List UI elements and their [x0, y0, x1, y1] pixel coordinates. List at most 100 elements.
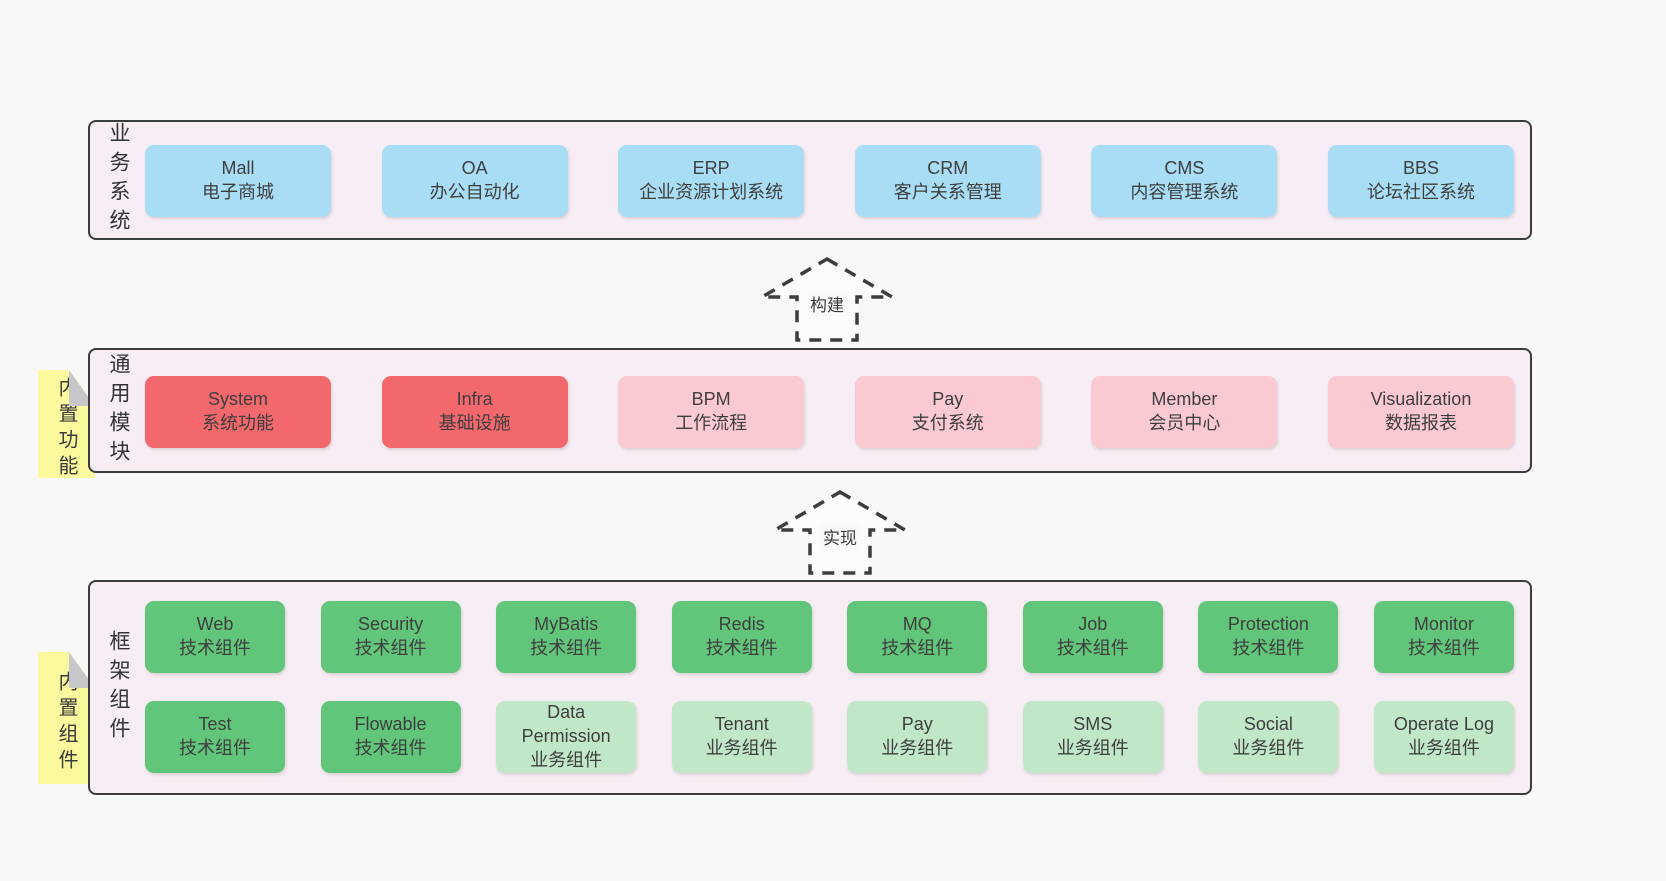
- components-row-1: Web 技术组件 Security 技术组件 MyBatis 技术组件 Redi…: [145, 601, 1514, 673]
- box-subtitle: 电子商城: [202, 182, 274, 202]
- box-title: Infra: [456, 389, 493, 410]
- box-security: Security 技术组件: [320, 601, 461, 673]
- box-subtitle: 技术组件: [705, 638, 778, 658]
- box-title: Pay: [932, 389, 964, 410]
- box-title: Flowable: [354, 714, 427, 735]
- box-crm: CRM 客户关系管理: [854, 145, 1041, 217]
- box-title: CRM: [927, 158, 969, 179]
- box-title: Job: [1078, 614, 1108, 635]
- box-mybatis: MyBatis 技术组件: [496, 601, 637, 673]
- box-subtitle: 系统功能: [202, 413, 274, 433]
- box-oa: OA 办公自动化: [381, 145, 568, 217]
- box-subtitle: 技术组件: [354, 738, 427, 758]
- box-cms: CMS 内容管理系统: [1091, 145, 1278, 217]
- box-bpm: BPM 工作流程: [618, 376, 805, 448]
- box-test: Test 技术组件: [145, 701, 285, 773]
- box-protection: Protection 技术组件: [1198, 601, 1339, 673]
- box-subtitle: 业务组件: [1407, 738, 1480, 758]
- band-side-label-modules: 通用模块: [107, 352, 130, 469]
- band-business-systems: 业务系统 Mall 电子商城 OA 办公自动化 ERP 企业资源计划系统 CRM…: [88, 120, 1532, 240]
- box-subtitle: 基础设施: [438, 413, 511, 433]
- box-title: Mall: [221, 158, 255, 179]
- box-monitor: Monitor 技术组件: [1373, 601, 1514, 673]
- box-subtitle: 数据报表: [1384, 413, 1457, 433]
- box-operate-log: Operate Log 业务组件: [1373, 701, 1514, 773]
- box-title: Tenant: [714, 714, 769, 735]
- box-title: Data Permission: [521, 702, 611, 747]
- box-social: Social 业务组件: [1198, 701, 1339, 773]
- implement-arrow: 实现: [772, 488, 908, 576]
- box-flowable: Flowable 技术组件: [320, 701, 461, 773]
- box-web: Web 技术组件: [145, 601, 285, 673]
- band-side-label-components: 框架组件: [107, 629, 130, 746]
- box-title: Visualization: [1370, 389, 1472, 410]
- box-sms: SMS 业务组件: [1022, 701, 1163, 773]
- band-framework-components: 框架组件 Web 技术组件 Security 技术组件 MyBatis 技术组件…: [88, 580, 1532, 795]
- box-mq: MQ 技术组件: [847, 601, 988, 673]
- box-infra: Infra 基础设施: [381, 376, 568, 448]
- box-title: Protection: [1227, 614, 1309, 635]
- box-title: SMS: [1073, 714, 1113, 735]
- box-subtitle: 业务组件: [881, 738, 954, 758]
- box-system: System 系统功能: [145, 376, 331, 448]
- box-title: CMS: [1164, 158, 1205, 179]
- box-subtitle: 企业资源计划系统: [639, 182, 784, 202]
- box-title: BPM: [691, 389, 731, 410]
- box-subtitle: 支付系统: [911, 413, 984, 433]
- box-pay-component: Pay 业务组件: [847, 701, 988, 773]
- box-subtitle: 业务组件: [530, 749, 603, 770]
- sticky-note-builtin-components: 内置组件: [38, 652, 95, 784]
- modules-box-row: System 系统功能 Infra 基础设施 BPM 工作流程 Pay 支付系统…: [145, 376, 1514, 448]
- box-subtitle: 业务组件: [1232, 738, 1305, 758]
- box-erp: ERP 企业资源计划系统: [618, 145, 805, 217]
- box-title: Operate Log: [1393, 714, 1494, 735]
- box-title: OA: [461, 158, 488, 179]
- components-box-rows: Web 技术组件 Security 技术组件 MyBatis 技术组件 Redi…: [145, 601, 1514, 773]
- box-subtitle: 技术组件: [179, 638, 251, 658]
- box-subtitle: 工作流程: [675, 413, 748, 433]
- box-title: Redis: [718, 614, 765, 635]
- box-job: Job 技术组件: [1022, 601, 1163, 673]
- box-bbs: BBS 论坛社区系统: [1327, 145, 1514, 217]
- box-redis: Redis 技术组件: [671, 601, 812, 673]
- box-title: Monitor: [1413, 614, 1474, 635]
- box-subtitle: 客户关系管理: [893, 182, 1002, 202]
- box-subtitle: 技术组件: [354, 638, 427, 658]
- band-side-label-business: 业务系统: [107, 122, 130, 238]
- box-title: ERP: [692, 158, 730, 179]
- build-arrow: 构建: [759, 255, 895, 343]
- box-data-permission: Data Permission 业务组件: [496, 701, 637, 773]
- build-arrow-label: 构建: [807, 291, 847, 316]
- box-title: Pay: [901, 714, 933, 735]
- box-title: Web: [196, 614, 234, 635]
- box-subtitle: 内容管理系统: [1130, 182, 1239, 202]
- box-subtitle: 业务组件: [705, 738, 778, 758]
- box-subtitle: 业务组件: [1056, 738, 1129, 758]
- sticky-note-builtin-features: 内置功能: [38, 370, 95, 478]
- box-visualization: Visualization 数据报表: [1327, 376, 1514, 448]
- box-subtitle: 论坛社区系统: [1366, 182, 1475, 202]
- box-subtitle: 技术组件: [179, 738, 251, 758]
- box-subtitle: 技术组件: [881, 638, 954, 658]
- box-subtitle: 技术组件: [1232, 638, 1305, 658]
- box-subtitle: 会员中心: [1148, 413, 1221, 433]
- box-subtitle: 技术组件: [1056, 638, 1129, 658]
- box-subtitle: 技术组件: [1407, 638, 1480, 658]
- box-member: Member 会员中心: [1091, 376, 1278, 448]
- box-tenant: Tenant 业务组件: [671, 701, 812, 773]
- sticky-note-text: 内置组件: [55, 671, 77, 775]
- box-subtitle: 技术组件: [530, 638, 603, 658]
- box-subtitle: 办公自动化: [429, 182, 520, 202]
- box-title: MyBatis: [534, 614, 599, 635]
- implement-arrow-label: 实现: [820, 524, 860, 549]
- box-pay-system: Pay 支付系统: [854, 376, 1041, 448]
- box-title: Social: [1243, 714, 1293, 735]
- box-title: MQ: [902, 614, 932, 635]
- box-title: Security: [358, 614, 424, 635]
- box-title: BBS: [1402, 158, 1439, 179]
- box-title: Test: [198, 714, 232, 735]
- box-title: System: [207, 389, 268, 410]
- box-mall: Mall 电子商城: [145, 145, 331, 217]
- band-common-modules: 通用模块 System 系统功能 Infra 基础设施 BPM 工作流程 Pay…: [88, 348, 1532, 473]
- box-title: Member: [1151, 389, 1218, 410]
